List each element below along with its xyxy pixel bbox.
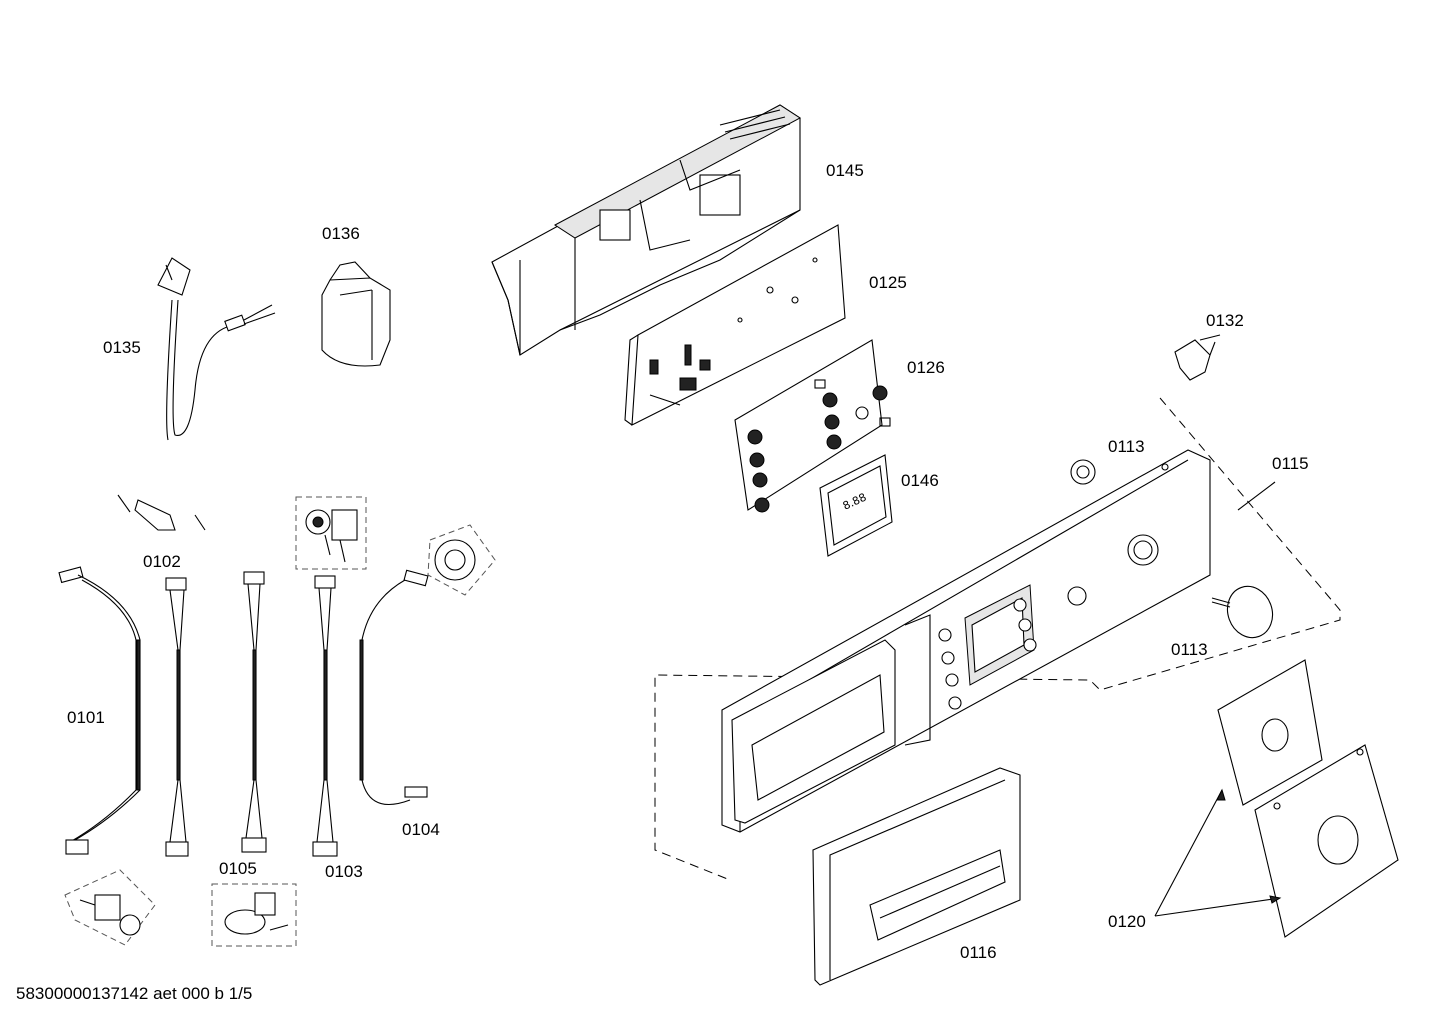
key-pcb-drawing <box>734 339 891 513</box>
main-pcb-drawing <box>624 224 846 426</box>
label-0104: 0104 <box>402 820 440 839</box>
valve-drawing <box>64 869 156 946</box>
sensor-part-drawing <box>117 494 206 531</box>
label-0102: 0102 <box>143 552 181 571</box>
label-0105: 0105 <box>219 859 257 878</box>
label-0145: 0145 <box>826 161 864 180</box>
control-housing-drawing <box>491 104 801 356</box>
bracket-drawing <box>1174 339 1216 381</box>
power-cord-drawing <box>157 257 276 441</box>
label-0132: 0132 <box>1206 311 1244 330</box>
assembly-outline <box>654 397 1341 881</box>
control-panel-drawing <box>721 449 1211 833</box>
label-0126: 0126 <box>907 358 945 377</box>
document-footer: 58300000137142 aet 000 b 1/5 <box>16 984 253 1003</box>
label-0101: 0101 <box>67 708 105 727</box>
label-0136: 0136 <box>322 224 360 243</box>
suppressor-drawing <box>321 261 391 367</box>
program-panel-drawing <box>1217 659 1399 938</box>
label-0113-top: 0113 <box>1108 437 1145 456</box>
label-0135: 0135 <box>103 338 141 357</box>
level-sensor-drawing <box>427 524 496 596</box>
label-0120: 0120 <box>1108 912 1146 931</box>
label-0115: 0115 <box>1272 454 1309 473</box>
knob-cap-drawing <box>1070 459 1096 485</box>
display-frame-drawing: 8.88 <box>819 454 893 557</box>
label-0103: 0103 <box>325 862 363 881</box>
drawer-front-drawing <box>812 767 1021 986</box>
label-0125: 0125 <box>869 273 907 292</box>
label-0113-knob: 0113 <box>1171 640 1208 659</box>
leader-lines <box>1154 334 1282 917</box>
knob-drawing <box>1211 585 1274 639</box>
label-0146: 0146 <box>901 471 939 490</box>
sensor-drawing <box>211 883 297 947</box>
wiring-harnesses-drawing <box>58 566 429 857</box>
label-0116: 0116 <box>960 943 997 962</box>
pressure-switch-drawing <box>295 496 367 570</box>
